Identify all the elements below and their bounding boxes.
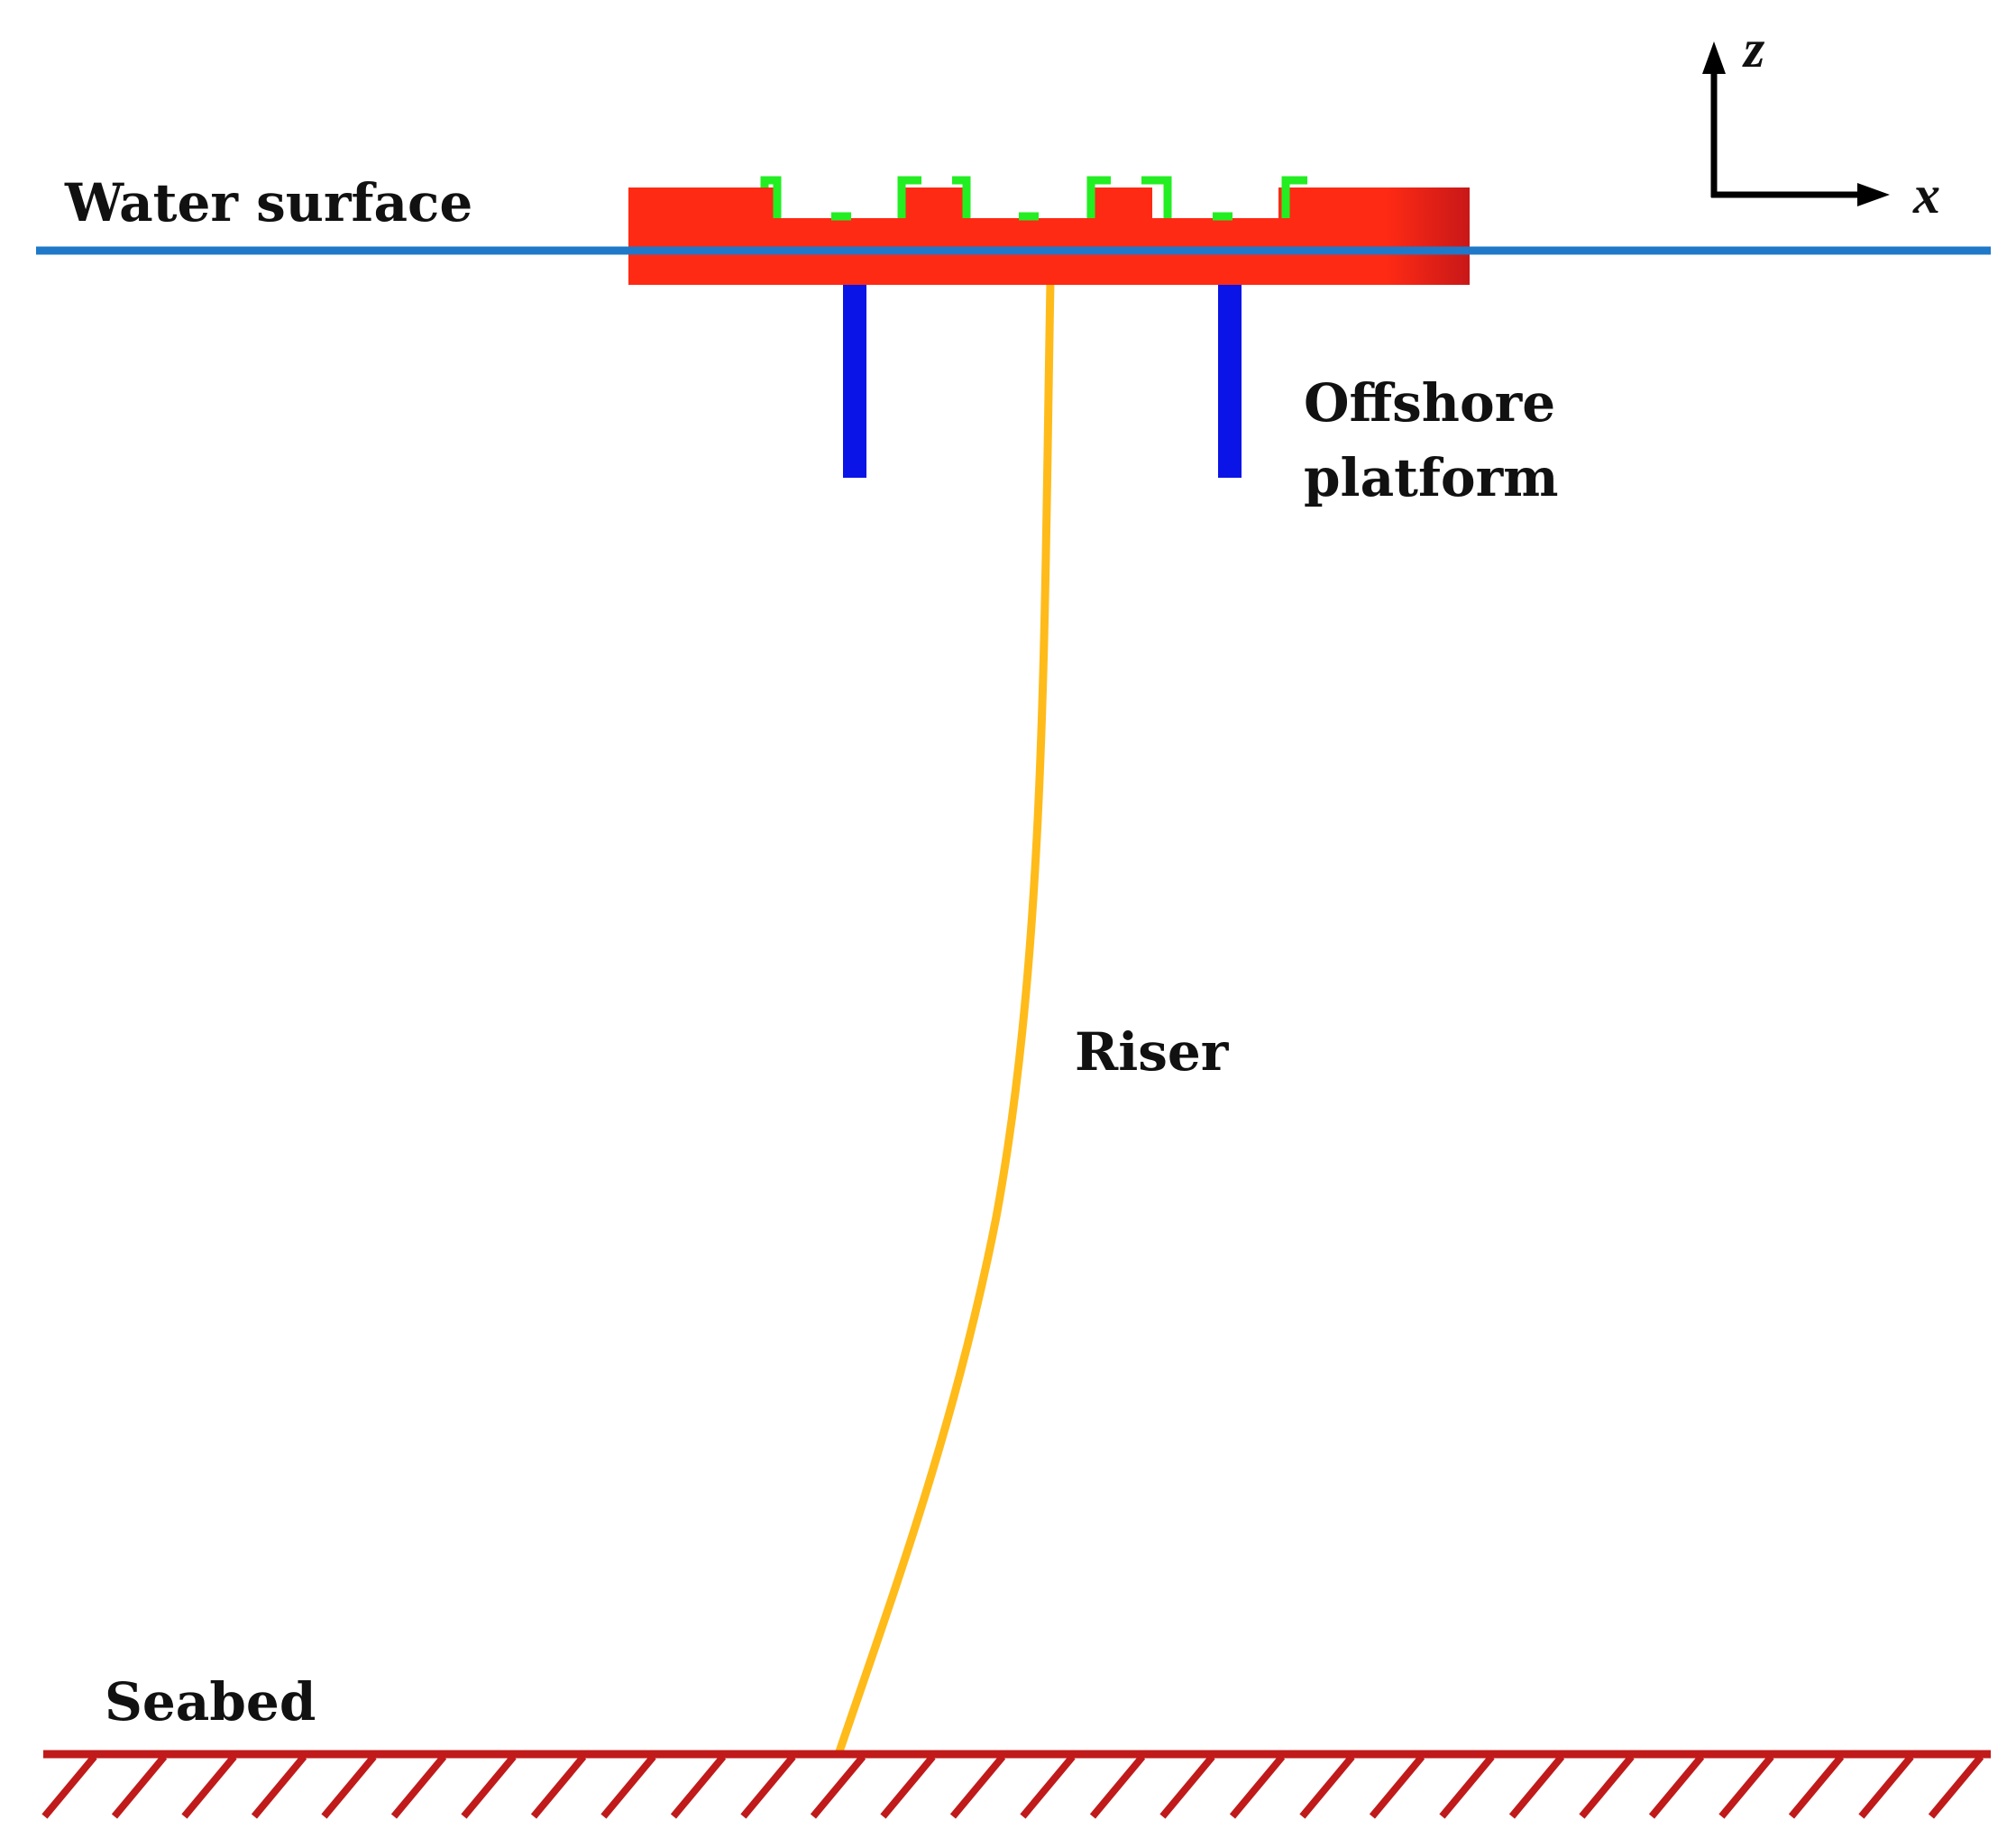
seabed-hatch-mark [1369, 1754, 1425, 1819]
z-arrowhead [1702, 41, 1726, 74]
water-surface-label: Water surface [64, 172, 472, 233]
seabed-hatch-mark [1648, 1754, 1705, 1819]
seabed-hatch-mark [321, 1754, 377, 1819]
platform-leg-right [1218, 276, 1242, 478]
seabed-hatch-mark [390, 1754, 447, 1819]
x-arrowhead [1857, 183, 1890, 206]
seabed-hatch-mark [600, 1754, 656, 1819]
seabed-hatch-mark [1439, 1754, 1495, 1819]
seabed-hatch-mark [181, 1754, 237, 1819]
seabed-hatch-mark [1508, 1754, 1565, 1819]
seabed-hatch-mark [1159, 1754, 1215, 1819]
platform-body [628, 187, 1470, 285]
seabed-hatch-mark [251, 1754, 307, 1819]
seabed-hatch-mark [1299, 1754, 1355, 1819]
riser-label: Riser [1075, 1021, 1230, 1083]
seabed-hatching [41, 1754, 1984, 1819]
seabed-hatch-mark [1788, 1754, 1845, 1819]
seabed-hatch-mark [670, 1754, 727, 1819]
seabed-hatch-mark [1579, 1754, 1635, 1819]
platform-leg-left [843, 276, 866, 478]
seabed-hatch-mark [1718, 1754, 1774, 1819]
seabed-label: Seabed [105, 1671, 316, 1733]
coordinate-axes [1702, 41, 1890, 206]
seabed-hatch-mark [740, 1754, 796, 1819]
seabed-hatch-mark [1089, 1754, 1146, 1819]
seabed-hatch-mark [1858, 1754, 1914, 1819]
seabed-hatch-mark [41, 1754, 97, 1819]
seabed-hatch-mark [880, 1754, 936, 1819]
seabed-hatch-mark [111, 1754, 168, 1819]
offshore-platform-label-line2: platform [1304, 447, 1559, 508]
seabed-hatch-mark [1928, 1754, 1984, 1819]
seabed-hatch-mark [530, 1754, 587, 1819]
seabed-hatch-mark [461, 1754, 517, 1819]
z-axis-label: z [1742, 19, 1765, 78]
platform-deck-trim [760, 176, 1307, 221]
x-axis-label: x [1912, 165, 1940, 224]
seabed-hatch-mark [1020, 1754, 1076, 1819]
seabed-hatch-mark [949, 1754, 1006, 1819]
riser-line [834, 278, 1055, 1759]
offshore-platform-label-line1: Offshore [1304, 372, 1555, 434]
seabed-hatch-mark [1229, 1754, 1286, 1819]
seabed-hatch-mark [810, 1754, 866, 1819]
